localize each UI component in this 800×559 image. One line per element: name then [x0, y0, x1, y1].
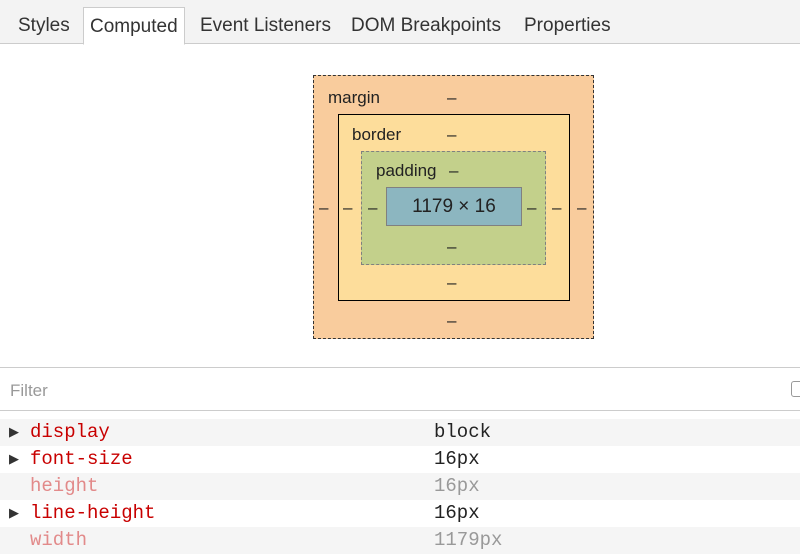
property-name: font-size [30, 448, 133, 470]
tab-styles[interactable]: Styles [18, 15, 70, 36]
property-row-line-height[interactable]: ▶ line-height 16px [0, 500, 800, 527]
expand-arrow-icon[interactable]: ▶ [9, 425, 19, 440]
show-all-checkbox[interactable] [791, 381, 800, 397]
property-name: width [30, 529, 88, 551]
padding-left-value[interactable]: – [368, 198, 378, 217]
property-row-width[interactable]: width 1179px [0, 527, 800, 554]
filter-bar [0, 367, 800, 411]
tab-event-listeners[interactable]: Event Listeners [200, 15, 331, 36]
property-value: 16px [434, 448, 480, 470]
padding-label: padding [376, 161, 437, 180]
box-model-content[interactable]: 1179 × 16 [386, 187, 522, 226]
tab-dom-breakpoints[interactable]: DOM Breakpoints [351, 15, 501, 36]
margin-bottom-value[interactable]: – [447, 311, 457, 330]
margin-top-value[interactable]: – [447, 88, 457, 107]
border-top-value[interactable]: – [447, 125, 457, 144]
property-value: 16px [434, 502, 480, 524]
property-name: display [30, 421, 110, 443]
property-name: height [30, 475, 99, 497]
filter-input[interactable] [8, 377, 772, 405]
panel-tab-bar: Styles Computed Event Listeners DOM Brea… [0, 0, 800, 45]
padding-right-value[interactable]: – [527, 198, 537, 217]
property-value: block [434, 421, 492, 443]
property-row-display[interactable]: ▶ display block [0, 419, 800, 446]
padding-bottom-value[interactable]: – [447, 237, 457, 256]
border-left-value[interactable]: – [343, 198, 353, 217]
expand-arrow-icon[interactable]: ▶ [9, 452, 19, 467]
border-right-value[interactable]: – [552, 198, 562, 217]
margin-left-value[interactable]: – [319, 198, 329, 217]
padding-top-value[interactable]: – [449, 161, 459, 180]
property-row-height[interactable]: height 16px [0, 473, 800, 500]
border-bottom-value[interactable]: – [447, 273, 457, 292]
margin-label: margin [328, 88, 380, 107]
border-label: border [352, 125, 402, 144]
expand-arrow-icon[interactable]: ▶ [9, 506, 19, 521]
property-value: 16px [434, 475, 480, 497]
margin-right-value[interactable]: – [577, 198, 587, 217]
tab-computed[interactable]: Computed [83, 7, 185, 45]
property-value: 1179px [434, 529, 503, 551]
property-row-font-size[interactable]: ▶ font-size 16px [0, 446, 800, 473]
property-name: line-height [30, 502, 156, 524]
tab-properties[interactable]: Properties [524, 15, 611, 36]
